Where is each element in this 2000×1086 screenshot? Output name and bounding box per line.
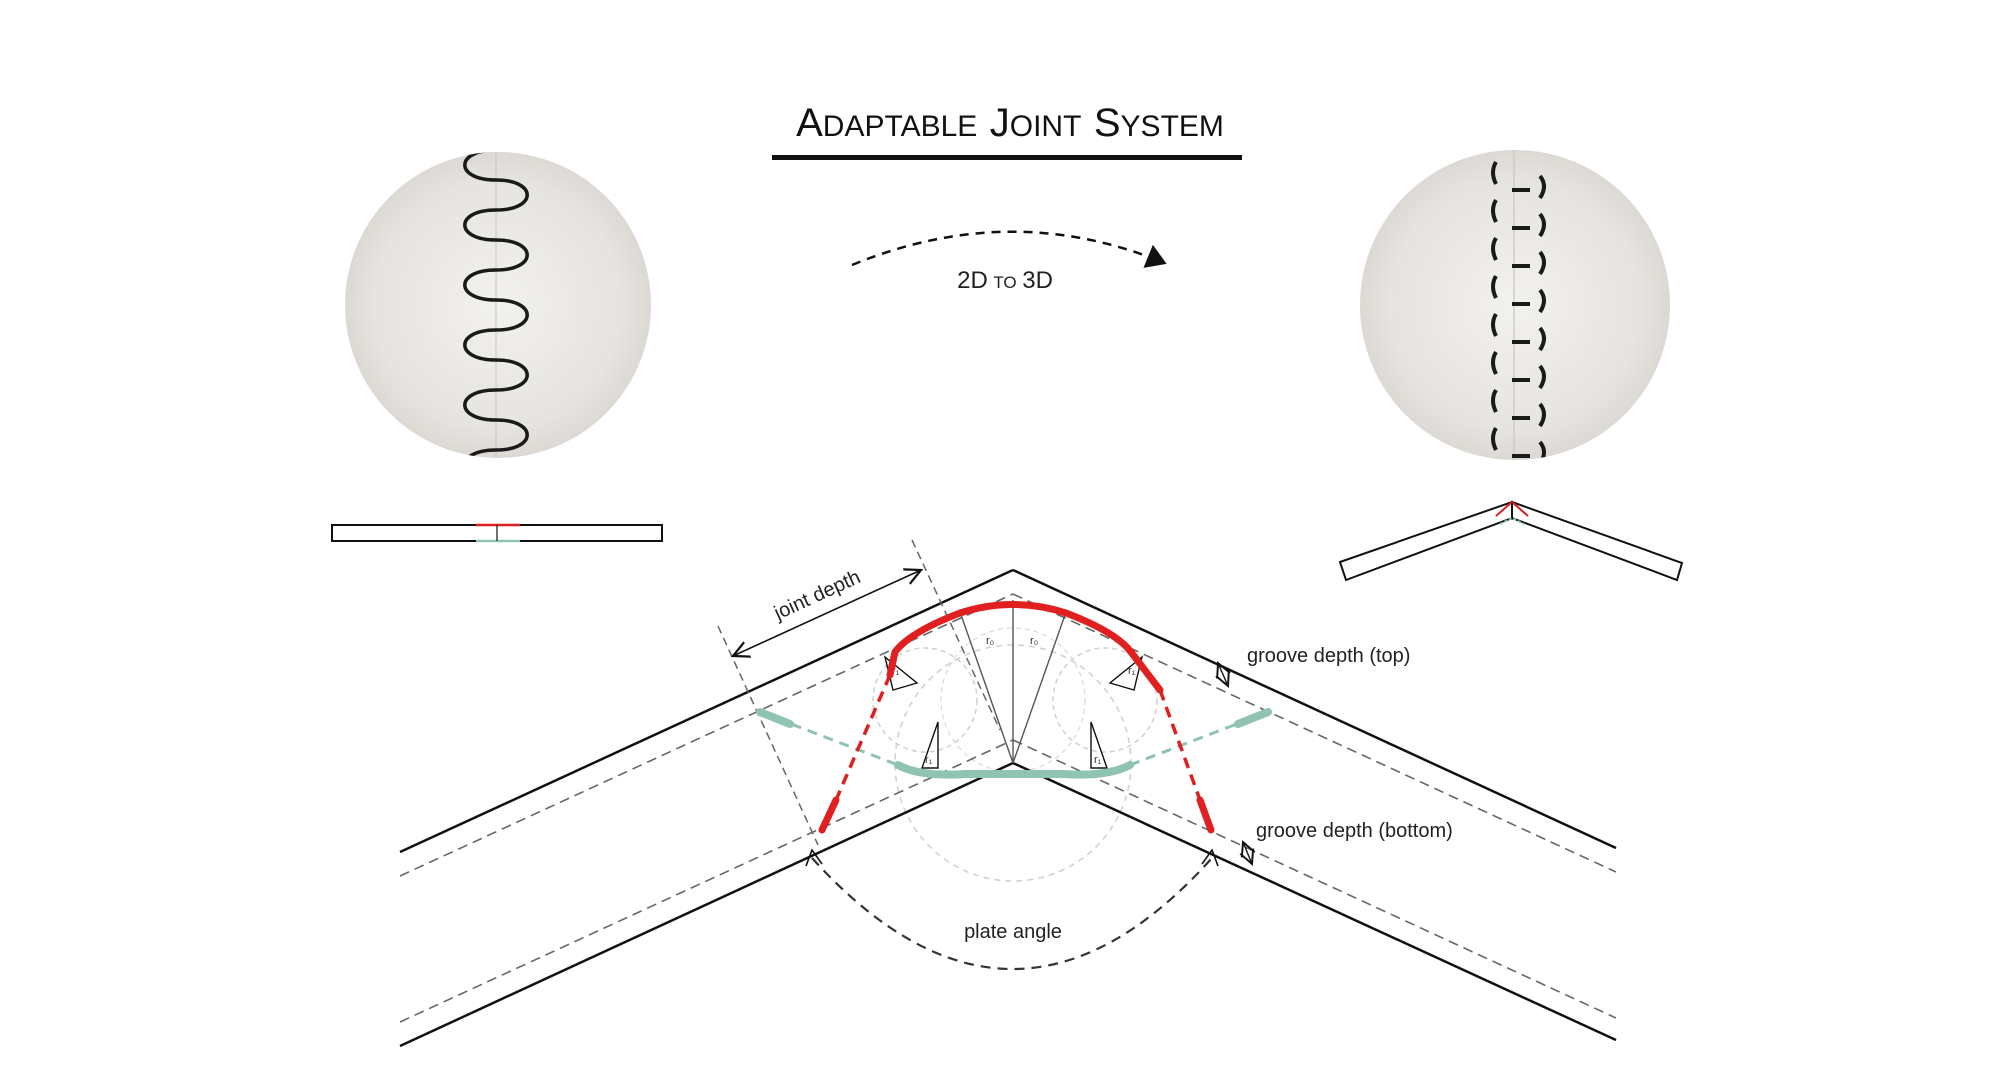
stitch-right xyxy=(1538,212,1546,238)
joint-cross-section: joint depth r₀ r₀ r₁ r₁ r₁ r₁ groove dep… xyxy=(399,539,1617,1048)
stitch-left xyxy=(1491,312,1498,337)
stitch-left xyxy=(1491,426,1498,451)
groove-depth-bottom-label: groove depth (bottom) xyxy=(1256,820,1453,842)
stitch-left xyxy=(1491,388,1498,413)
plate-bottom-edge-left xyxy=(399,761,1014,1048)
curved-dashed-arrow-icon xyxy=(851,230,1167,268)
r1-label-bl: r₁ xyxy=(925,754,933,766)
joint-depth-dimension xyxy=(733,570,921,656)
groove-depth-top-label: groove depth (top) xyxy=(1247,645,1410,667)
folded-joint-photo xyxy=(1360,150,1670,460)
page-title: ADAPTABLE JOINT SYSTEM xyxy=(772,101,1242,160)
plate-top-edge-left xyxy=(399,568,1014,854)
flat-joint-photo xyxy=(345,152,651,458)
bottom-groove-profile xyxy=(894,761,1134,779)
stitch-left xyxy=(1491,274,1498,299)
joint-depth-label: joint depth xyxy=(770,566,864,625)
folded-plate-section xyxy=(1338,500,1684,582)
stitch-right xyxy=(1538,326,1546,352)
r0-label-left: r₀ xyxy=(986,635,994,647)
plate-angle-arc xyxy=(811,857,1213,971)
stitch-left xyxy=(1491,198,1498,223)
stitch-left xyxy=(1491,236,1498,261)
stitch-left xyxy=(1491,350,1498,375)
stitch-right xyxy=(1538,364,1546,390)
plate-angle-label: plate angle xyxy=(964,921,1062,943)
transition-label: 2D TO 3D xyxy=(957,267,1053,294)
top-groove-profile xyxy=(886,601,1164,694)
plate-bottom-edge-right xyxy=(1012,761,1617,1042)
stitch-right xyxy=(1538,174,1546,200)
stitch-right xyxy=(1538,288,1546,314)
r0-label-right: r₀ xyxy=(1030,635,1038,647)
flat-plate-section xyxy=(331,523,663,543)
plate-top-edge-right xyxy=(1012,568,1617,850)
serpentine-cut xyxy=(463,152,529,458)
r1-label-br: r₁ xyxy=(1094,754,1102,766)
svg-text:ADAPTABLE JOINT SY: ADAPTABLE JOINT SYSTEM xyxy=(796,101,1224,145)
r1-label-tr: r₁ xyxy=(1128,665,1136,677)
stitch-right xyxy=(1538,250,1546,276)
title-underline xyxy=(772,155,1242,160)
stitch-left xyxy=(1491,160,1498,185)
stitch-right xyxy=(1538,440,1546,460)
r1-label-tl: r₁ xyxy=(892,665,900,677)
stitch-right xyxy=(1538,402,1546,428)
